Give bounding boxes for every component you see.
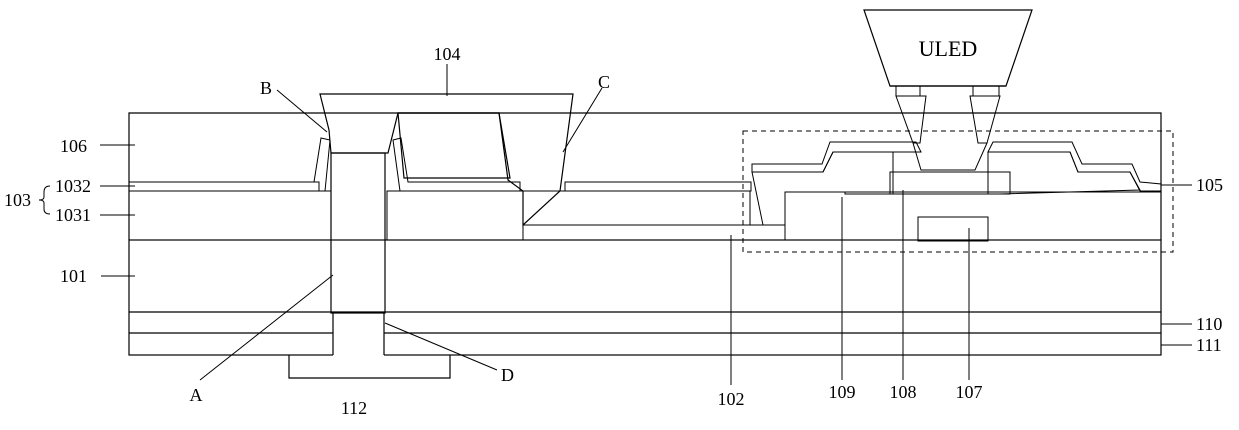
layer-106 [129,113,1161,240]
label-109: 109 [829,382,856,402]
label-110: 110 [1196,314,1222,334]
pad-112-bracket [289,355,450,378]
label-111: 111 [1196,335,1222,355]
via-a [331,153,385,313]
uled-label: ULED [919,36,978,61]
label-b: B [260,78,272,98]
uled: ULED [864,10,1032,143]
bridge-104 [320,94,573,225]
label-104: 104 [434,44,461,64]
label-105: 105 [1196,175,1223,195]
label-a: A [190,385,203,405]
label-108: 108 [890,382,917,402]
label-101: 101 [60,266,87,286]
label-d: D [501,365,514,385]
label-102: 102 [718,389,745,409]
tft-structure [752,142,1161,241]
label-103: 103 [4,190,31,210]
label-107: 107 [956,382,983,402]
via-well-108 [913,143,987,170]
label-c: C [598,72,610,92]
layer-1031 [129,191,785,240]
label-1031: 1031 [55,205,91,225]
substrate-layers [129,240,1161,356]
brace-103 [39,186,50,214]
label-112: 112 [341,398,367,418]
layer-1032 [129,138,751,191]
label-1032: 1032 [55,176,91,196]
labels: 104 B C 106 103 1032 1031 101 105 110 11… [4,44,1223,418]
label-106: 106 [60,136,87,156]
